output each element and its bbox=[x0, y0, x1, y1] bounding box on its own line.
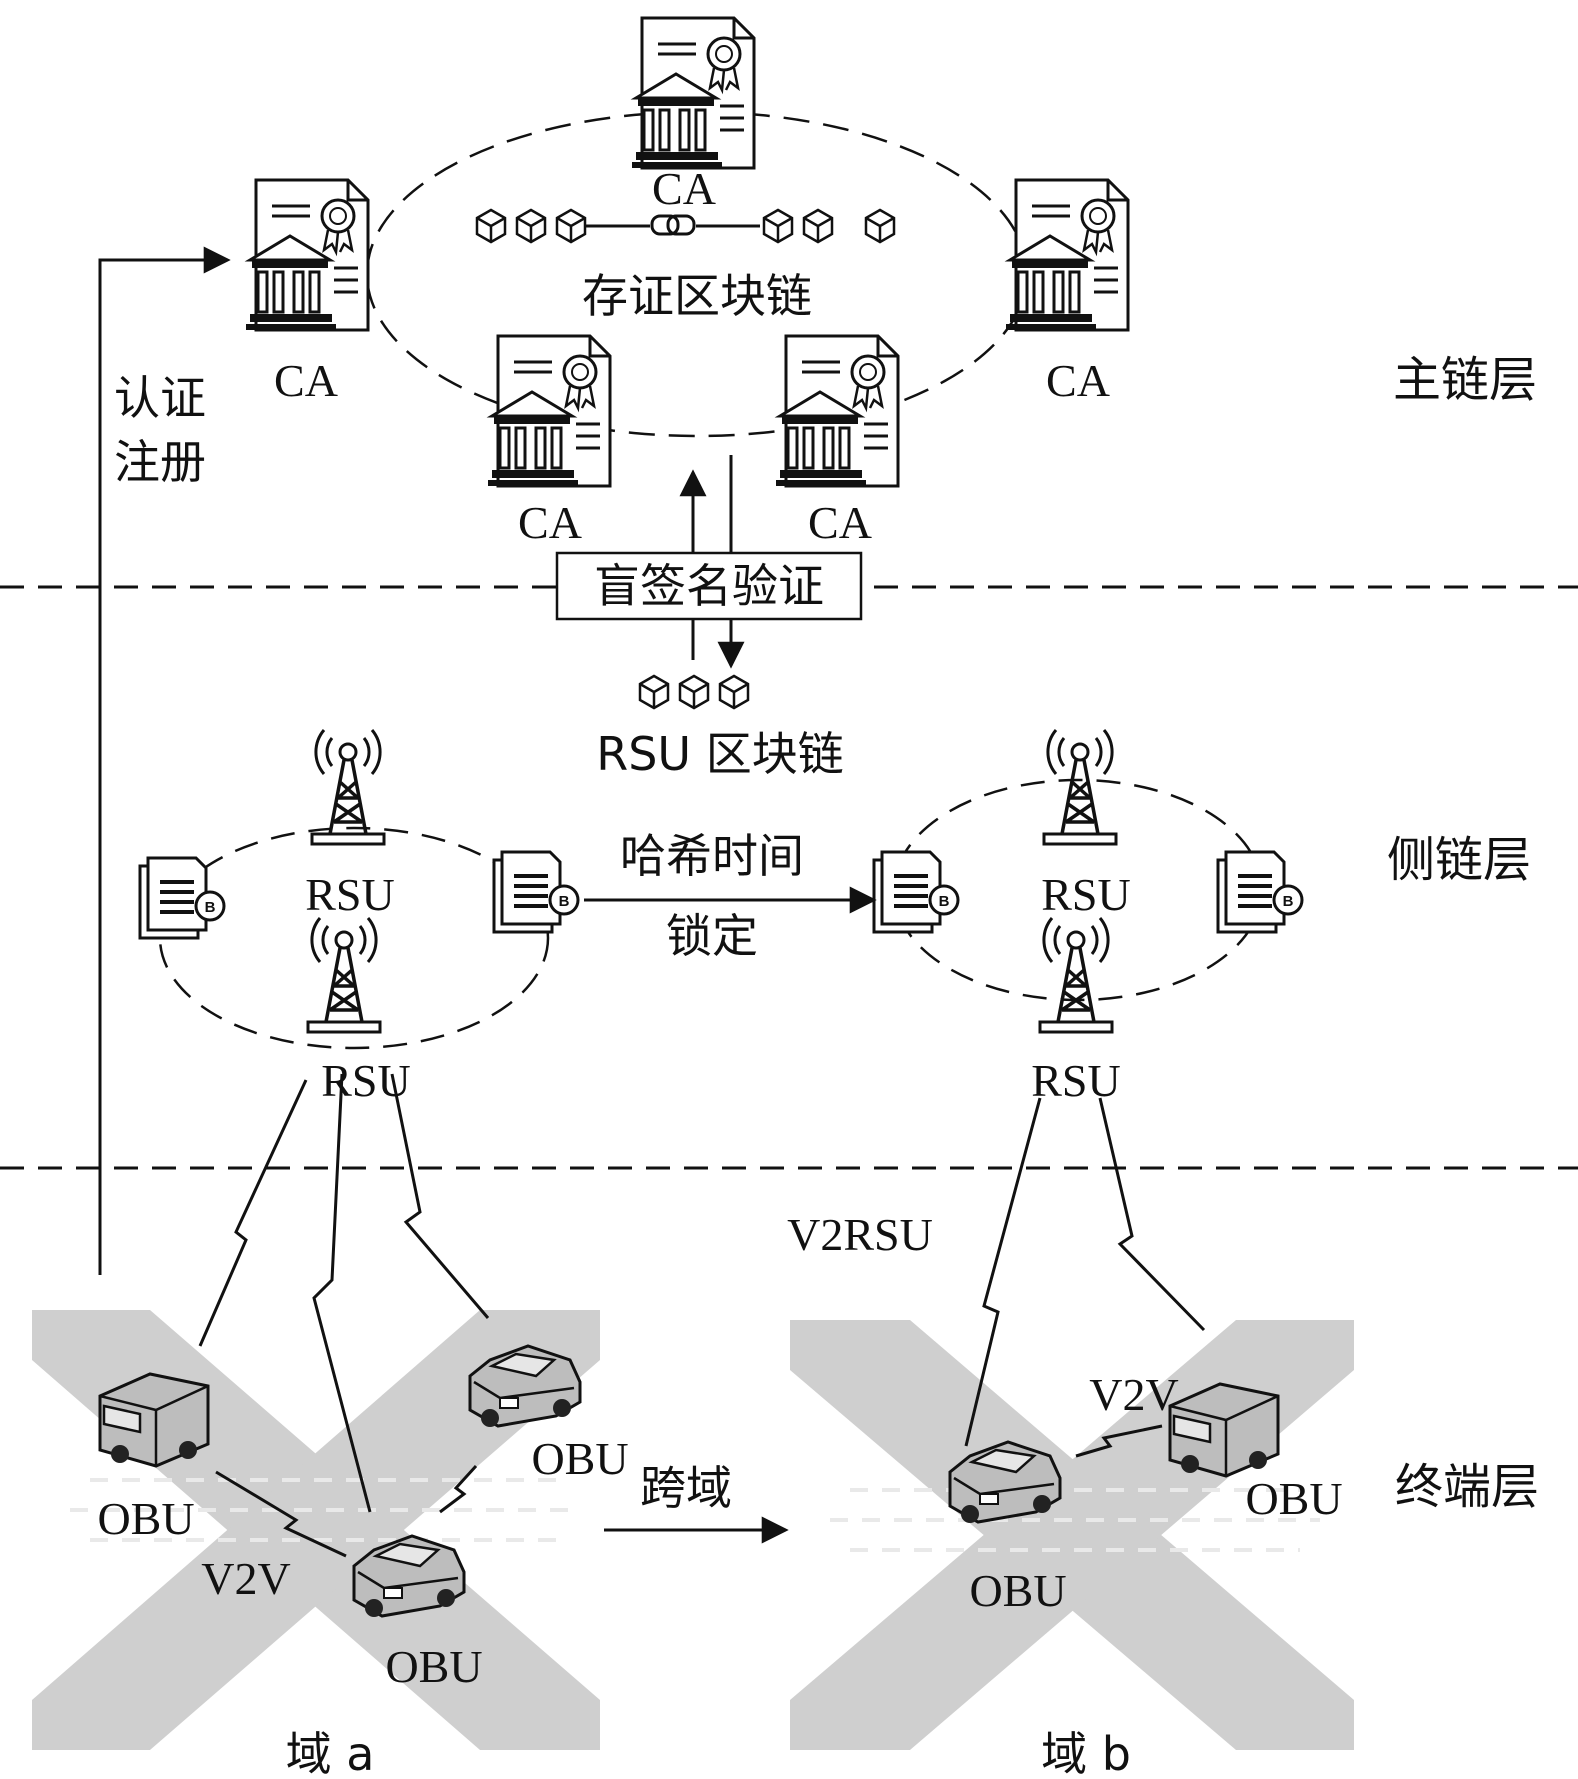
layer-label-terminal: 终端层 bbox=[1395, 1459, 1539, 1515]
rsu-tower-b-top bbox=[1042, 728, 1118, 846]
v2rsu-links bbox=[198, 1073, 1206, 1513]
ca-label-top: CA bbox=[652, 163, 716, 214]
obu-label-car-b: OBU bbox=[969, 1565, 1066, 1616]
ca-node-bottom-right bbox=[774, 334, 900, 488]
layer-label-side: 侧链层 bbox=[1387, 832, 1531, 888]
htlc-label-1: 哈希时间 bbox=[620, 829, 804, 883]
ledger-doc-a-left bbox=[138, 856, 226, 940]
blind-signature-label: 盲签名验证 bbox=[594, 559, 824, 613]
v2v-link-a1 bbox=[215, 1470, 347, 1558]
evidence-blockchain-icon bbox=[475, 208, 896, 244]
ca-node-right bbox=[1004, 178, 1130, 332]
v2v-link-b bbox=[1075, 1424, 1163, 1458]
rsu-label-b-top: RSU bbox=[1041, 869, 1130, 920]
domain-b-label: 域 b bbox=[1041, 1727, 1131, 1779]
rsu-blockchain-icon bbox=[638, 674, 750, 710]
vehicle-truck-b bbox=[1168, 1382, 1280, 1478]
v2v-label-a: V2V bbox=[201, 1553, 290, 1604]
auth-register-label-1: 认证 bbox=[114, 371, 206, 425]
evidence-chain-label: 存证区块链 bbox=[582, 269, 812, 323]
obu-label-car-a-right: OBU bbox=[531, 1433, 628, 1484]
ca-node-top bbox=[630, 16, 756, 170]
ledger-doc-b-right bbox=[1216, 850, 1304, 934]
ca-label-left: CA bbox=[274, 355, 338, 406]
blind-signature-box bbox=[555, 551, 863, 621]
ca-label-bottom-left: CA bbox=[518, 497, 582, 548]
rsu-cluster-ring-a bbox=[158, 826, 550, 1050]
cross-domain-label: 跨域 bbox=[640, 1461, 732, 1515]
auth-register-label-2: 注册 bbox=[114, 435, 206, 489]
ledger-doc-b-left bbox=[872, 850, 960, 934]
ca-node-left bbox=[244, 178, 370, 332]
obu-label-truck-b: OBU bbox=[1245, 1473, 1342, 1524]
obu-label-van-a: OBU bbox=[97, 1493, 194, 1544]
rsu-tower-b-bottom bbox=[1038, 916, 1114, 1034]
domain-a-label: 域 a bbox=[286, 1727, 375, 1779]
vehicle-van-a bbox=[98, 1372, 210, 1468]
rsu-label-a-top: RSU bbox=[305, 869, 394, 920]
layer-label-main: 主链层 bbox=[1393, 352, 1537, 408]
ca-label-bottom-right: CA bbox=[808, 497, 872, 548]
v2v-label-b: V2V bbox=[1089, 1369, 1178, 1420]
rsu-tower-a-bottom bbox=[306, 916, 382, 1034]
rsu-blockchain-label: RSU 区块链 bbox=[596, 727, 843, 781]
domain-b-intersection bbox=[790, 1320, 1354, 1750]
v2v-link-a2 bbox=[439, 1464, 478, 1514]
rsu-label-b-bottom: RSU bbox=[1031, 1055, 1120, 1106]
v2rsu-label: V2RSU bbox=[787, 1209, 933, 1260]
ca-node-bottom-left bbox=[486, 334, 612, 488]
ledger-doc-a-right bbox=[492, 850, 580, 934]
obu-label-car-a-center: OBU bbox=[385, 1641, 482, 1692]
ca-label-right: CA bbox=[1046, 355, 1110, 406]
htlc-label-2: 锁定 bbox=[666, 909, 758, 963]
auth-register-arrow bbox=[98, 246, 231, 1275]
